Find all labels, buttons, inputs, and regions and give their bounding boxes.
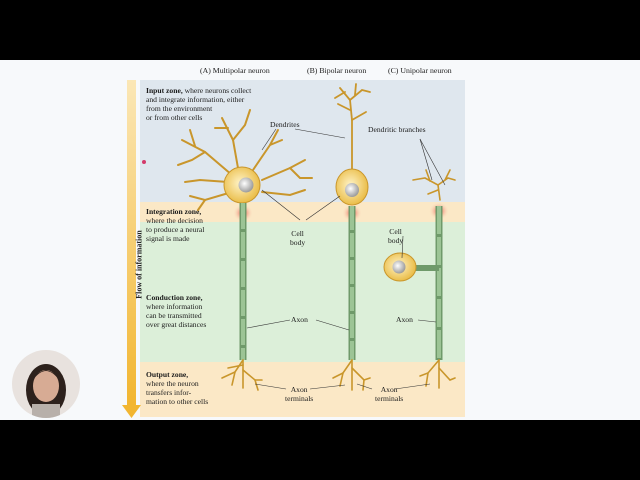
conduction-zone-text: can be transmitted [146,311,202,320]
output-zone-title: Output zone, [146,370,189,379]
conduction-zone-text: where information [146,302,203,311]
dendritic-branches-label: Dendritic branches [368,125,426,134]
output-zone-text: where the neuron [146,379,199,388]
conduction-zone-title: Conduction zone, [146,293,203,302]
integration-zone-text: to produce a neural [146,225,205,234]
cell-body-label-line: Cell [291,229,304,238]
axon-terminals-c-label: Axon terminals [375,385,403,403]
integration-zone-label: Integration zone, where the decision to … [146,207,204,243]
axon-terminals-line: Axon [380,385,398,394]
header-unipolar: (C) Unipolar neuron [388,66,452,75]
conduction-zone-text: over great distances [146,320,207,329]
input-zone-text: or from other cells [146,113,203,122]
integration-zone-text: signal is made [146,234,190,243]
axon-c-label: Axon [396,315,413,324]
cell-body-label-line: body [290,238,306,247]
input-zone-text: and integrate information, either [146,95,245,104]
axon-terminals-line: terminals [375,394,404,403]
input-zone-text: from the environment [146,104,213,113]
output-zone-text: mation to other cells [146,397,209,406]
dendrites-label: Dendrites [270,120,300,129]
integration-zone-title: Integration zone, [146,207,202,216]
conduction-zone-label: Conduction zone, where information can b… [146,293,206,329]
axon-label: Axon [291,315,308,324]
cell-body-label: Cell body [290,229,305,247]
input-zone-title: Input zone, [146,86,183,95]
cell-body-label-line: body [388,236,404,245]
multipolar-neuron [177,109,313,211]
cell-body-c-label: Cell body [388,227,403,245]
integration-zone-text: where the decision [146,216,203,225]
integration-zone-band [140,202,465,222]
input-zone-text: where neurons collect [182,86,252,95]
cell-body-label-line: Cell [389,227,402,236]
output-zone-band [140,362,465,417]
presenter-avatar-icon [26,364,66,418]
output-zone-label: Output zone, where the neuron transfers … [146,370,208,406]
axon-terminals-line: terminals [285,394,314,403]
axon-terminals-label: Axon terminals [285,385,313,403]
output-zone-text: transfers infor- [146,388,192,397]
header-bipolar: (B) Bipolar neuron [307,66,367,75]
input-zone-label: Input zone, where neurons collect and in… [146,86,251,122]
axon-terminals-line: Axon [290,385,308,394]
conduction-zone-band [140,222,465,362]
header-multipolar: (A) Multipolar neuron [200,66,270,75]
presenter-webcam [12,350,80,418]
